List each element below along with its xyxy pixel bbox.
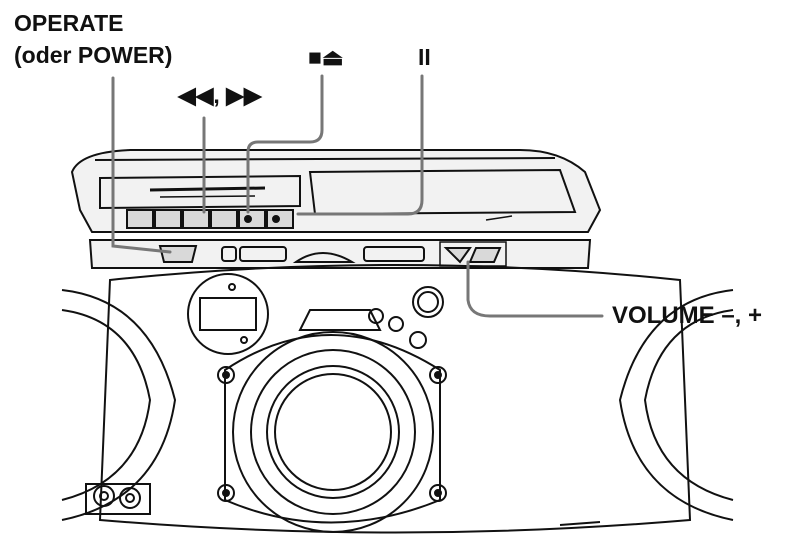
label-operate: OPERATE: [14, 10, 124, 36]
speaker-body: [98, 264, 692, 534]
label-volume: VOLUME –, +: [612, 302, 763, 329]
operate-button: [158, 245, 198, 263]
callout-lines: [111, 74, 604, 318]
label-stop-eject: ■⏏: [308, 44, 344, 70]
right-speaker: [618, 289, 734, 521]
volume-buttons: [443, 247, 502, 264]
deck-buttons: [126, 209, 294, 229]
woofer-outer: [232, 331, 434, 533]
callout-stop-eject: [246, 74, 324, 214]
cd-door: [308, 168, 577, 216]
label-operate-alt: (oder POWER): [14, 42, 173, 68]
knob-large: [412, 286, 444, 318]
knob-small-2: [388, 316, 404, 332]
label-rewind-fastforward: ◀◀, ▶▶: [178, 82, 262, 108]
cassette-window: [99, 174, 301, 210]
label-pause: II: [418, 44, 431, 70]
tuner-dial: [187, 273, 269, 355]
callout-pause: [296, 74, 424, 216]
function-buttons: [221, 246, 425, 263]
woofer-housing: [224, 334, 441, 524]
knob-small-3: [409, 331, 427, 349]
bottom-jacks: [85, 483, 151, 515]
left-speaker: [61, 289, 177, 521]
deck-top-edge: [94, 157, 556, 161]
callout-operate: [111, 76, 172, 254]
screws: [217, 366, 447, 502]
callout-volume: [466, 260, 604, 318]
woofer-cone: [266, 365, 400, 499]
